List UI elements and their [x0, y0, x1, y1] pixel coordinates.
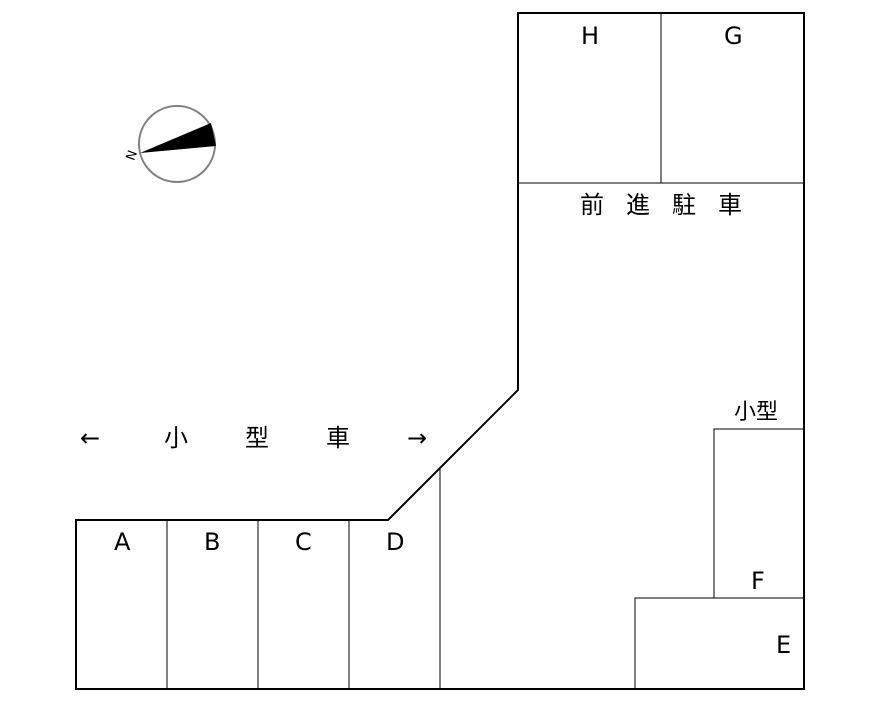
forward-parking-char-1: 前: [580, 191, 604, 219]
stall-f-outline: [713, 428, 804, 598]
banner-char-2: 型: [245, 424, 269, 452]
compass: N: [124, 105, 216, 183]
slot-label-e: E: [776, 631, 791, 659]
slot-label-c: C: [295, 528, 312, 556]
slot-label-b: B: [204, 528, 220, 556]
banner-char-1: 小: [164, 424, 188, 452]
compass-needle-icon: [140, 123, 216, 153]
stall-e-outline: [634, 597, 804, 689]
forward-parking-char-4: 車: [718, 191, 742, 219]
forward-parking-char-2: 進: [626, 191, 650, 219]
slot-label-f: F: [751, 567, 765, 595]
compass-north-letter: N: [124, 148, 141, 162]
banner-arrow-right: →: [407, 424, 427, 452]
slot-label-a: A: [114, 528, 131, 556]
small-car-note: 小型: [734, 400, 778, 425]
slot-label-d: D: [386, 528, 404, 556]
slot-label-g: G: [724, 22, 743, 50]
banner-char-3: 車: [326, 424, 350, 452]
banner-arrow-left: ←: [80, 424, 100, 452]
forward-parking-char-3: 駐: [672, 191, 696, 219]
slot-label-h: H: [581, 22, 599, 50]
